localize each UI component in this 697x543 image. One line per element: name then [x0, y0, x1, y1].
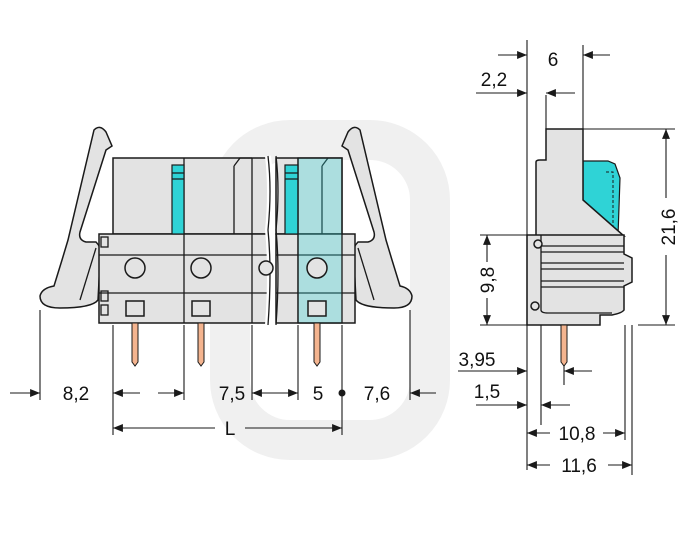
dim-top-offset: 2,2 [481, 70, 507, 91]
dim-pitch: 7,5 [219, 384, 245, 405]
dim-height: 21,6 [659, 209, 680, 246]
side-view: 6 2,2 21,6 9,8 3,95 1,5 10,8 11,6 [458, 40, 680, 477]
dim-step: 1,5 [474, 382, 500, 403]
dim-lower-height: 9,8 [478, 267, 499, 293]
dim-last-pole: 5 [313, 384, 324, 405]
side-housing-upper [535, 128, 626, 237]
lever-1 [171, 164, 185, 235]
housing-upper-left [112, 157, 269, 235]
front-view: 8,2 7,5 5 7,6 L [10, 126, 436, 440]
dim-pin-offset: 3,95 [459, 350, 496, 371]
solder-pins [131, 322, 321, 367]
dim-overall-depth: 11,6 [561, 456, 597, 477]
side-housing-lower [526, 234, 633, 326]
dim-right-latch: 7,6 [364, 384, 390, 405]
dim-depth: 10,8 [559, 424, 596, 445]
transparent-pole-highlight [298, 158, 342, 323]
dim-left-latch: 8,2 [63, 384, 89, 405]
lever-2 [284, 164, 299, 235]
dim-top-width: 6 [548, 50, 559, 71]
dim-total-length: L [225, 419, 236, 440]
reference-dot [338, 389, 346, 397]
clamp-holes [124, 257, 328, 317]
